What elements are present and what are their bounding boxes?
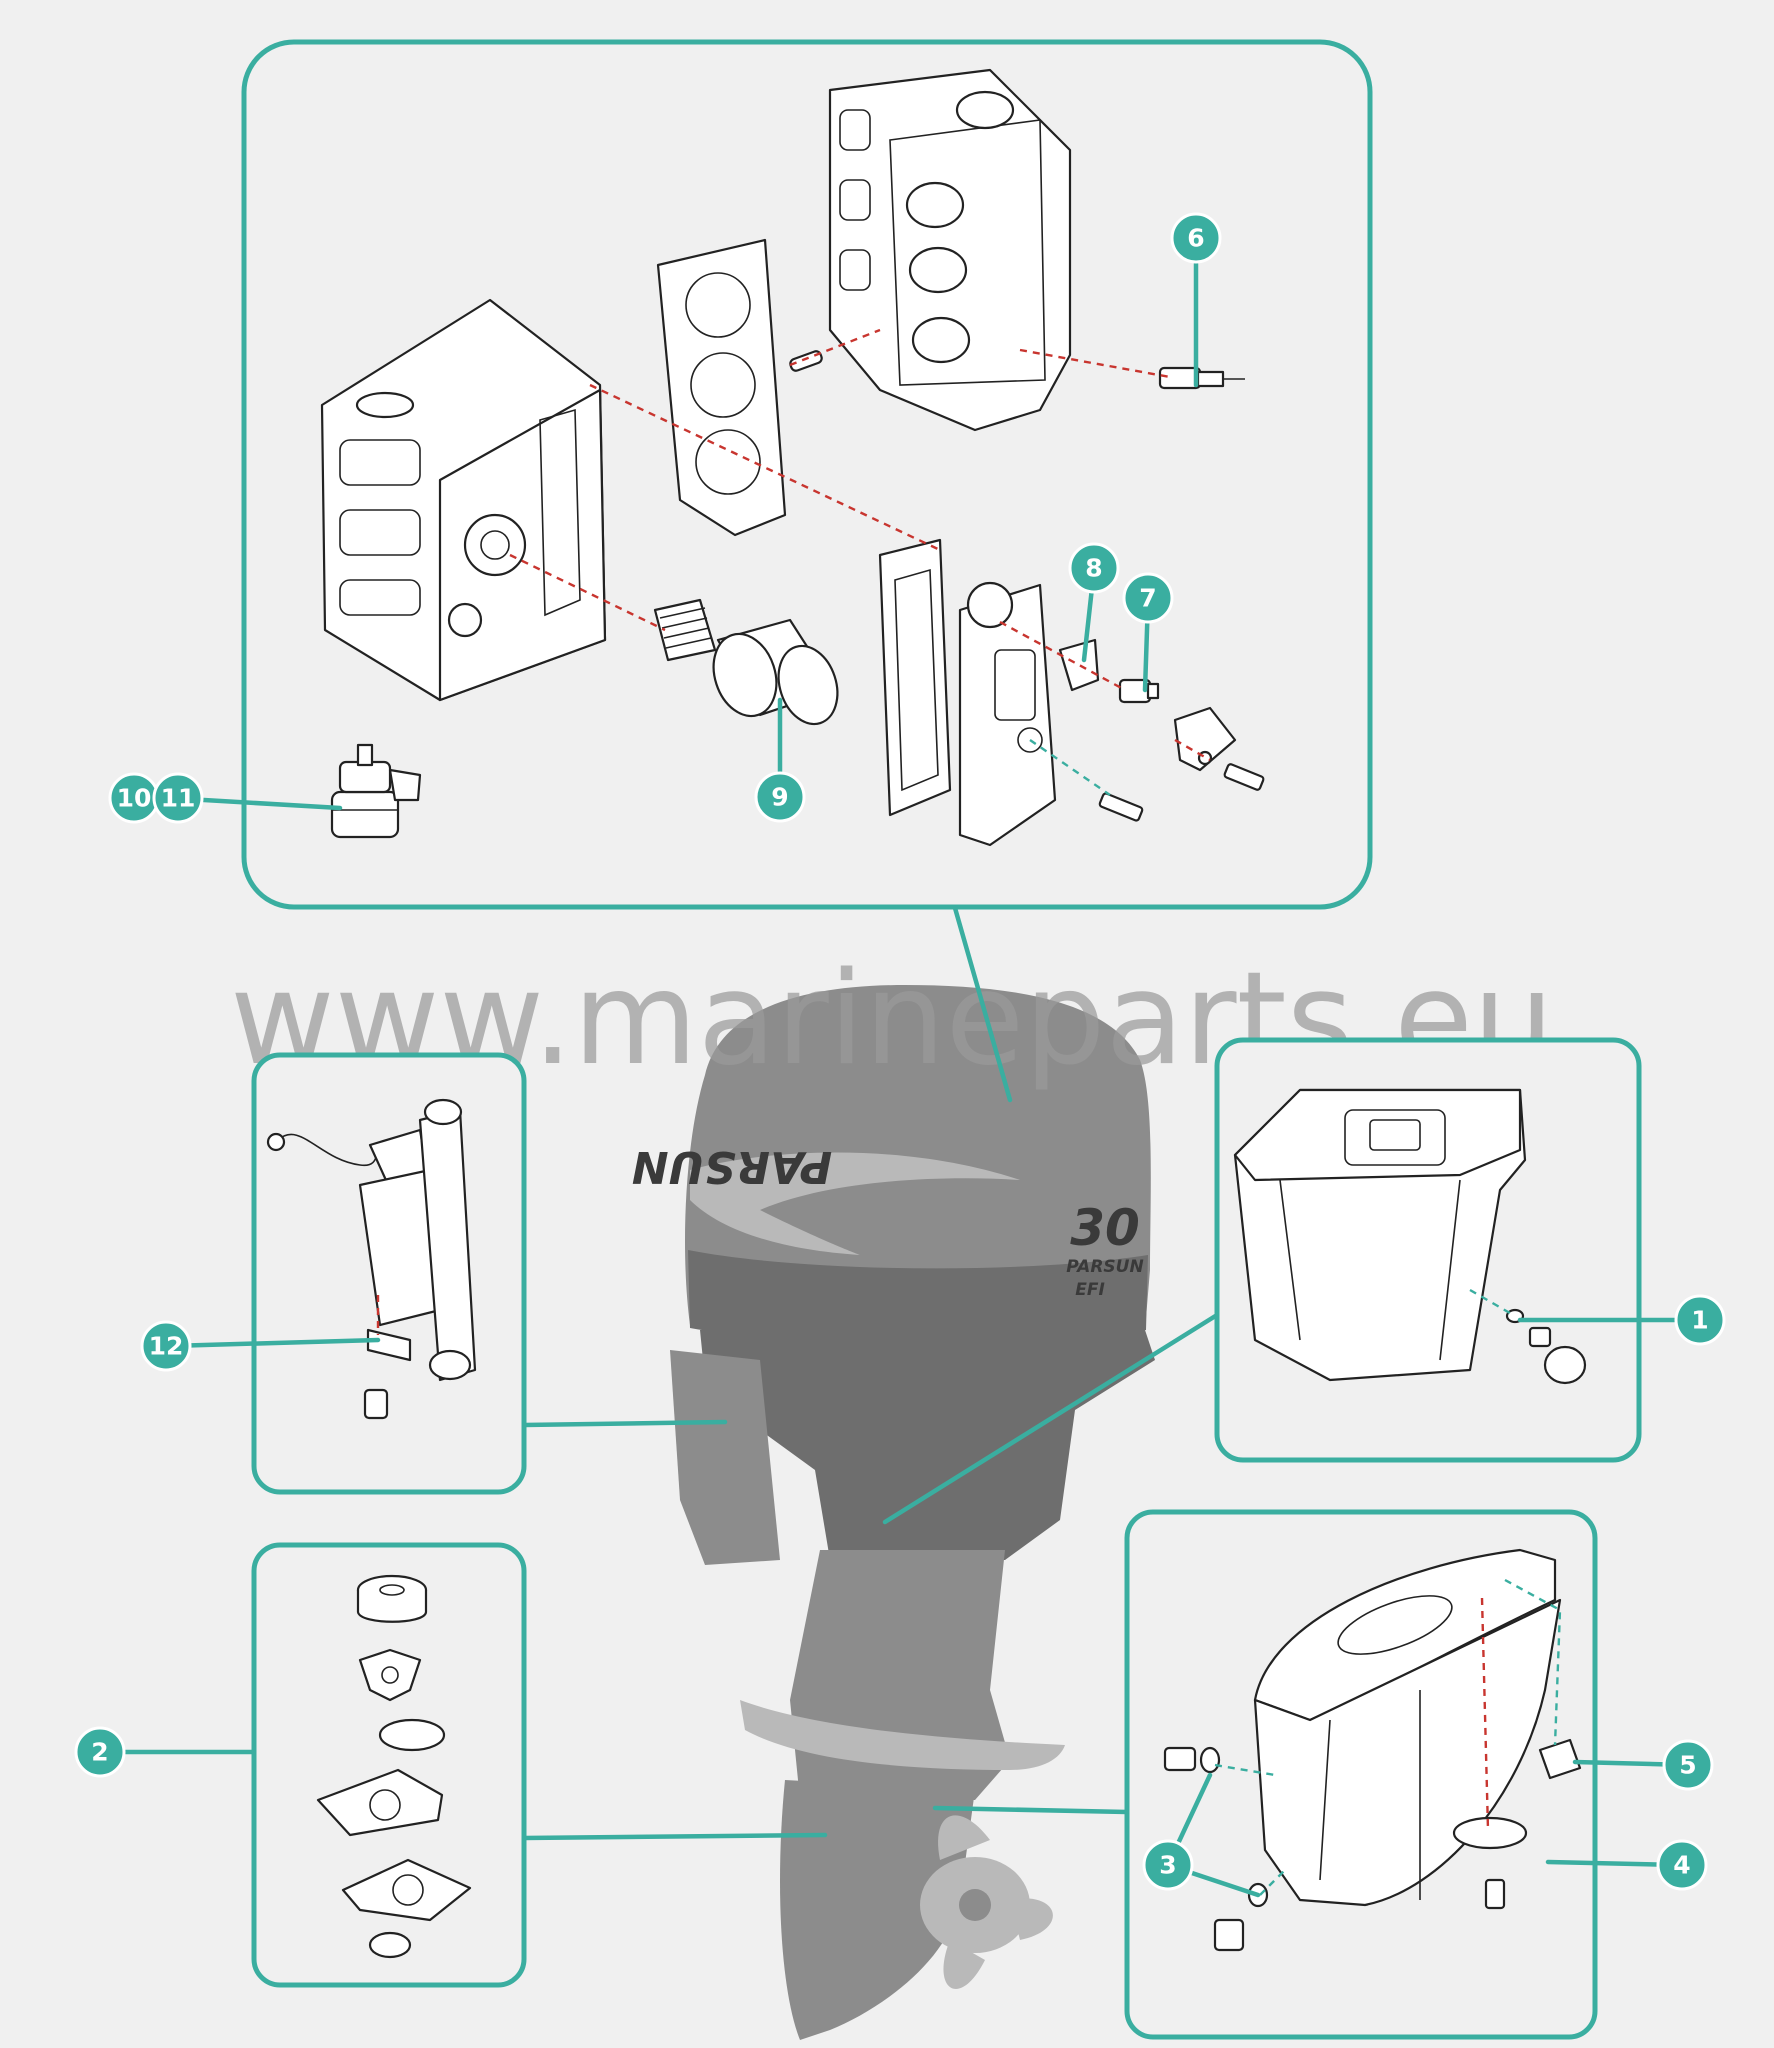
spark-plug-part [1158,366,1245,390]
cowl-brand-text: PARSUN [632,1141,832,1192]
head-gasket-part [656,238,787,537]
callout-badge-12[interactable]: 12 [140,1320,192,1372]
cowl-badge-brand: PARSUN [1066,1257,1143,1277]
thermostat-cover-part [1173,706,1237,772]
svg-text:2: 2 [91,1738,108,1767]
engine-swivel-bracket [670,1350,780,1565]
exhaust-cover-part [958,581,1057,847]
dowel-pin-part [789,350,823,372]
callout-badge-9[interactable]: 9 [754,771,806,823]
engine-block-part [320,298,607,702]
engine-mid-section [700,1330,1155,1560]
cowl-badge-efi: EFI [1075,1280,1105,1300]
svg-text:10: 10 [117,784,152,813]
callout-badge-2[interactable]: 2 [74,1726,126,1778]
oil-pan-part [1233,1088,1527,1382]
svg-text:4: 4 [1673,1851,1690,1880]
trim-tab-anode-part [1538,1738,1582,1780]
svg-text:3: 3 [1159,1851,1176,1880]
propeller [920,1815,1053,1989]
callout-badge-11[interactable]: 11 [152,772,204,824]
assembly-lines-top [509,328,1211,796]
cowl-swoosh-stripe [690,1152,1020,1255]
cylinder-head-part [828,68,1072,432]
svg-text:6: 6 [1187,224,1204,253]
anode-part [1452,1816,1528,1910]
tilt-trim-unit-part [266,1098,477,1420]
callout-badge-10[interactable]: 10 [108,772,160,824]
callout-badge-4[interactable]: 4 [1656,1839,1708,1891]
assembly-lines-oilpan [1469,1288,1516,1318]
engine-lower-unit [780,1780,975,2040]
assembly-lines-lowerunit [1214,1578,1562,1896]
cowl-model-number: 30 [1070,1199,1140,1257]
svg-text:5: 5 [1679,1751,1696,1780]
callout-badge-7[interactable]: 7 [1122,572,1174,624]
panel-powerhead [241,39,1373,910]
callout-badge-6[interactable]: 6 [1170,212,1222,264]
svg-text:7: 7 [1139,584,1156,613]
oil-drain-plug-part [1505,1308,1587,1385]
callout-badge-1[interactable]: 1 [1674,1294,1726,1346]
svg-text:11: 11 [161,784,196,813]
panel-water-pump [251,1542,527,1988]
outboard-engine: PARSUN 30 PARSUN EFI [632,985,1155,2040]
thermostat-gasket-part [1058,638,1100,692]
thermostat-part [1118,678,1160,704]
cover-bolts-part [1098,763,1265,822]
leader-lines [97,239,1693,1898]
exhaust-gasket-part [878,538,952,817]
svg-text:8: 8 [1085,554,1102,583]
callout-badge-8[interactable]: 8 [1068,542,1120,594]
cowl-lower-band [688,1250,1148,1344]
callout-badge-3[interactable]: 3 [1142,1839,1194,1891]
oil-pressure-sender-part [330,743,422,839]
relief-spring-part [653,598,717,662]
water-pump-kit-part [316,1574,472,1959]
svg-text:12: 12 [149,1332,184,1361]
svg-text:1: 1 [1691,1306,1708,1335]
callout-badge-5[interactable]: 5 [1662,1739,1714,1791]
svg-text:9: 9 [771,783,788,812]
oil-filter-part [712,618,839,726]
anti-cavitation-plate [740,1700,1065,1770]
